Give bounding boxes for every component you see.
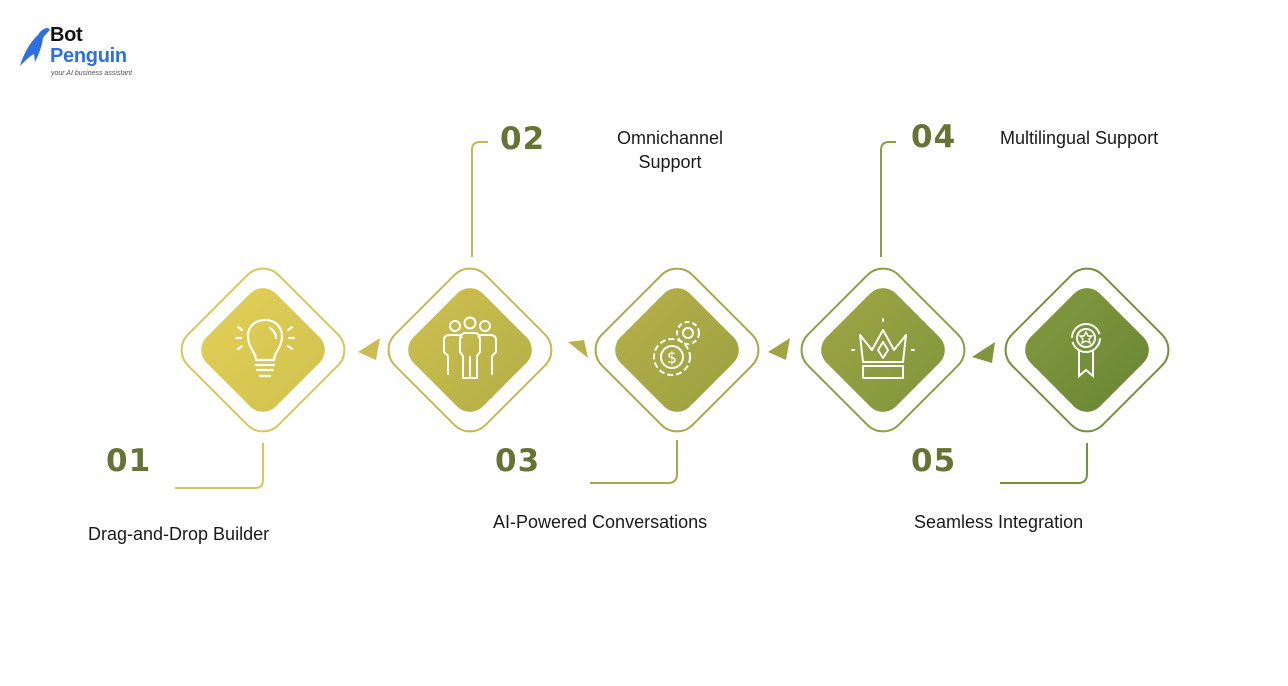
step-5-label: Seamless Integration: [914, 512, 1084, 532]
lightbulb-icon: [234, 318, 296, 378]
step-4-diamond: [800, 141, 966, 433]
step-1-diamond: [175, 267, 346, 489]
step-2-number: 02: [500, 121, 546, 157]
arrow-3-4: [768, 338, 790, 360]
step-4-number: 04: [911, 119, 957, 155]
step-2-label-line2: Support: [638, 152, 702, 172]
penguin-icon: [20, 28, 50, 66]
step-2-label-line1: Omnichannel: [616, 128, 724, 148]
crown-icon: [851, 318, 915, 379]
step-1-number: 01: [106, 443, 152, 479]
team-icon: [443, 316, 497, 379]
step-5-number: 05: [911, 443, 957, 479]
brand-name-line1: Bot: [50, 24, 83, 46]
arrow-2-3: [568, 340, 588, 358]
brand-logo: Bot Penguin your AI business assistant: [18, 24, 148, 84]
gear-dollar-icon: $: [653, 321, 700, 376]
step-1-label: Drag-and-Drop Builder: [88, 524, 270, 544]
brand-tagline: your AI business assistant: [51, 70, 133, 77]
step-3-label: AI-Powered Conversations: [493, 512, 708, 532]
step-5-diamond: [1000, 267, 1170, 484]
step-2-diamond: [387, 141, 553, 433]
step-4-label: Multilingual Support: [1000, 128, 1159, 148]
arrow-1-2: [358, 338, 380, 360]
step-3-diamond: [590, 267, 760, 484]
svg-text:$: $: [667, 348, 677, 367]
step-3-number: 03: [495, 443, 541, 479]
step-2-label: Omnichannel Support: [600, 126, 740, 174]
arrow-4-5: [972, 342, 995, 363]
brand-name-line2: Penguin: [50, 45, 127, 67]
award-medal-icon: [1071, 323, 1101, 379]
